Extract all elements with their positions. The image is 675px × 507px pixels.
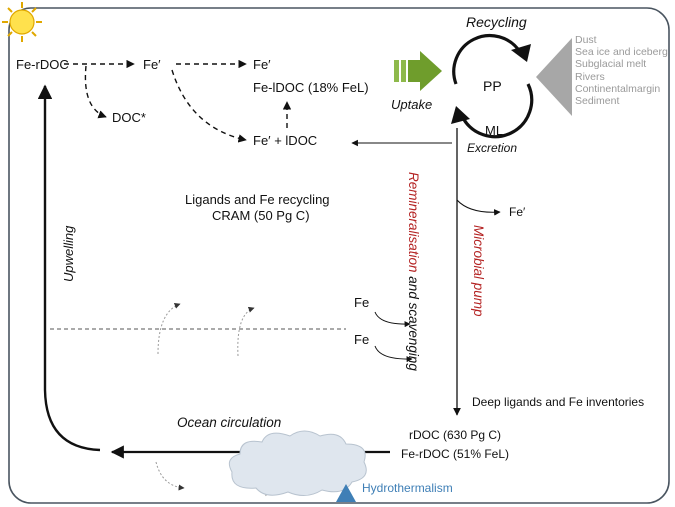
fe-scavenge-arrow-1	[374, 311, 411, 328]
pp-label: PP	[483, 78, 502, 94]
fe-label-a: Fe	[354, 295, 370, 310]
fe-rdoc-top-label: Fe-rDOC	[16, 57, 69, 72]
ml-label: ML	[485, 123, 504, 138]
fe-branch-arrow	[456, 199, 501, 216]
source-rivers: Rivers	[575, 70, 605, 83]
fe-rdoc-bottom-label: Fe-rDOC (51% FeL)	[401, 447, 510, 461]
fe-prime-label-2: Fe′	[253, 57, 271, 72]
scavenging-text: and scavenging	[406, 272, 421, 371]
fe-plus-ldoc-label: Fe′ + lDOC	[253, 133, 318, 148]
fe-scavenge-arrow-2	[374, 345, 413, 363]
fe-prime-label-1: Fe′	[143, 57, 161, 72]
hydrothermal-plume	[228, 430, 367, 496]
excretion-label: Excretion	[467, 141, 518, 155]
doc-star-label: DOC*	[112, 110, 146, 125]
sun-icon	[2, 2, 42, 42]
upwelling-label: Upwelling	[61, 225, 76, 282]
source-sediment: Sediment	[575, 95, 620, 108]
recycling-arrowhead-right	[511, 44, 531, 62]
ocean-circulation-label: Ocean circulation	[177, 415, 282, 430]
recycling-label: Recycling	[466, 14, 527, 30]
source-continental-margin: Continentalmargin	[575, 82, 661, 95]
recycling-loop-icon	[452, 34, 534, 139]
source-dust: Dust	[575, 34, 597, 46]
fe-label-b: Fe	[354, 332, 370, 347]
source-sea-ice: Sea ice and iceberg	[575, 46, 668, 59]
hydrothermalism-label: Hydrothermalism	[362, 481, 453, 495]
fe-prime-label-3: Fe′	[509, 205, 526, 219]
iron-sources-list: Dust Sea ice and iceberg Subglacial melt…	[575, 34, 668, 107]
uptake-label: Uptake	[391, 97, 433, 112]
dashed-arrows	[64, 59, 292, 143]
remineralisation-label: Remineralisation and scavenging	[406, 172, 421, 371]
upwelling-arrow	[37, 84, 101, 452]
fe-ldoc-label: Fe-lDOC (18% FeL)	[253, 80, 369, 95]
microbial-pump-label: Microbial pump	[471, 225, 486, 317]
rdoc-label: rDOC (630 Pg C)	[409, 428, 502, 442]
uptake-arrow	[394, 51, 442, 91]
cram-label: CRAM (50 Pg C)	[212, 208, 310, 223]
ligands-recycling-title: Ligands and Fe recycling	[185, 192, 330, 207]
source-subglacial: Subglacial melt	[575, 58, 647, 71]
recycling-arrowhead-left	[451, 106, 470, 124]
hydrothermal-vent-icon	[336, 484, 356, 502]
deep-inventories-label: Deep ligands and Fe inventories	[472, 395, 645, 409]
ocean-frame	[8, 7, 670, 504]
remineralisation-text: Remineralisation	[406, 172, 421, 273]
sources-wedge	[536, 38, 572, 116]
